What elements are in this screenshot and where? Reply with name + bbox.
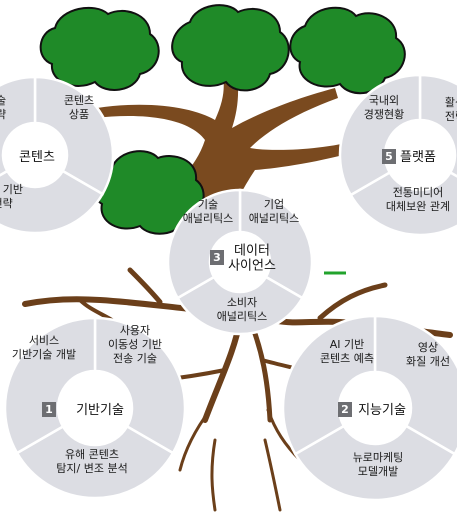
- circle-title-line: 플랫폼: [400, 150, 436, 165]
- segment-label-line: 애널리틱스: [183, 212, 234, 225]
- tree-trunk: [95, 70, 362, 200]
- segment-label-line: 모델개발: [358, 465, 398, 478]
- segment-label: 기술전략: [0, 94, 6, 121]
- number-label: 1: [45, 403, 53, 416]
- circle-title: 플랫폼: [400, 150, 436, 165]
- number-label: 5: [385, 150, 393, 163]
- segment-label-line: 소비자: [227, 296, 257, 309]
- number-label: 3: [213, 251, 221, 264]
- segment: [175, 275, 305, 336]
- segment-label-line: 상품: [69, 108, 89, 121]
- segment-label-line: 전략: [445, 110, 457, 123]
- segment-label-line: 활성: [445, 95, 457, 109]
- segment-label-line: 유해 콘텐츠: [65, 447, 119, 461]
- hub: [3, 123, 67, 187]
- number-label: 2: [341, 403, 349, 416]
- segment-label-line: 경쟁현황: [364, 108, 404, 121]
- hub: [339, 372, 411, 444]
- segment-label-line: 영상: [418, 341, 438, 354]
- segment-label-line: 기술: [0, 94, 6, 107]
- segment-label-line: IP 전략: [0, 197, 13, 210]
- circle-title-line: 콘텐츠: [19, 150, 55, 165]
- circle-title: 콘텐츠: [19, 150, 55, 165]
- tree-leaves: [39, 4, 406, 235]
- segment-label-line: 애널리틱스: [217, 310, 268, 323]
- number-badge: [210, 250, 224, 265]
- number-badge: [42, 402, 56, 417]
- segment-label-line: 서비스: [29, 334, 59, 347]
- segment-label-line: 화질 개선: [406, 355, 450, 368]
- circle-title: 지능기술: [358, 403, 406, 418]
- segment-label-line: 기업: [264, 198, 284, 211]
- circle-title: 기반기술: [76, 403, 124, 418]
- number-badge: [382, 149, 396, 164]
- segment-label-line: 콘텐츠 예측: [320, 352, 374, 365]
- hub: [385, 120, 455, 190]
- segment: [238, 188, 314, 300]
- segment-label-line: 기반기술 개발: [12, 348, 76, 361]
- hub: [58, 371, 132, 445]
- segment-label-line: 전략: [0, 108, 6, 121]
- segment-label-line: 뉴로마케팅: [353, 451, 404, 464]
- segment-label-line: 탐지/ 변조 분석: [56, 462, 127, 475]
- segment-label-line: 콘텐츠: [64, 94, 94, 107]
- segment-label-line: AI 기반: [330, 338, 365, 351]
- circle-title-line: 데이터: [234, 243, 270, 258]
- circle-4: 기술전략콘텐츠상품콘텐츠 기반IP 전략4콘텐츠: [0, 75, 115, 235]
- circle-title-line: 사이언스: [228, 258, 276, 273]
- circle-title-line: 기반기술: [76, 403, 124, 418]
- segment-label-line: 국내외: [369, 94, 399, 107]
- circle-title-line: 지능기술: [358, 403, 406, 418]
- segment-label-line: 기술: [198, 198, 218, 211]
- segment-label-line: 애널리틱스: [249, 212, 300, 225]
- segment-label-line: 대체보완 관계: [386, 200, 450, 213]
- segment-label: 활성전략: [445, 95, 457, 123]
- segment-label: 콘텐츠 기반IP 전략: [0, 183, 23, 210]
- segment-label-line: 사용자: [120, 324, 150, 337]
- segment-label-line: 이동성 기반: [108, 338, 162, 351]
- segment-label-line: 콘텐츠 기반: [0, 183, 23, 196]
- segment-label-line: 전통미디어: [393, 186, 444, 199]
- hub: [210, 232, 270, 292]
- segment-label-line: 전송 기술: [113, 352, 157, 365]
- number-badge: [338, 402, 352, 417]
